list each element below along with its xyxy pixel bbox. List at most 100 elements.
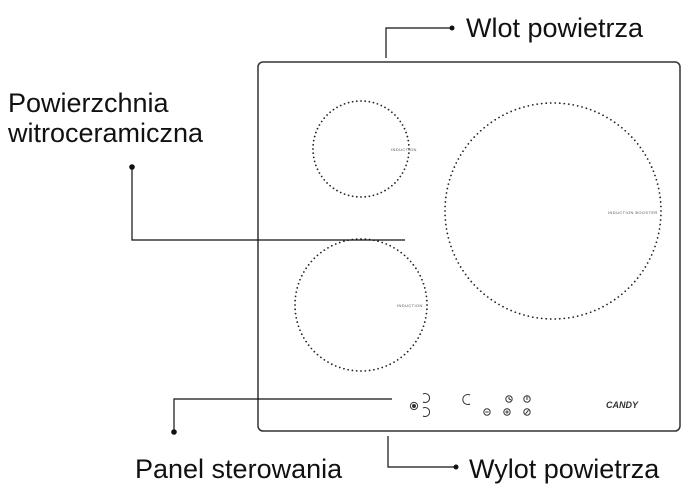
zone-dot — [377, 367, 379, 370]
zone-dot — [657, 232, 660, 235]
cooking-zones — [294, 100, 662, 372]
zone-dot — [444, 201, 447, 203]
zone-dot — [425, 299, 428, 302]
zone-dot — [302, 271, 305, 273]
zone-dot — [450, 174, 452, 177]
zone-dot — [445, 192, 448, 194]
zone-bottom-left — [294, 238, 428, 372]
zone-dot — [343, 240, 345, 243]
zone-dot — [297, 282, 300, 285]
control-panel — [409, 393, 531, 417]
zone-right — [444, 102, 662, 320]
zone-dot — [593, 309, 596, 312]
zone-dot — [319, 251, 322, 254]
zone-dot — [330, 363, 333, 366]
zone-select-top-icon — [422, 393, 430, 403]
zone-dot — [310, 347, 313, 350]
zone-dot — [295, 291, 298, 294]
zone-dot — [318, 172, 321, 174]
zone-dot — [659, 219, 662, 221]
zone-dot — [613, 121, 616, 124]
zone-dot — [451, 170, 454, 173]
zone-dot — [576, 315, 579, 318]
zone-dot — [627, 132, 630, 135]
air-inlet-label: Wlot powietrza — [466, 13, 644, 43]
zone-dot — [393, 361, 395, 364]
zone-dot — [589, 108, 592, 111]
zone-dot — [444, 196, 447, 199]
zone-dot — [419, 333, 422, 336]
zone-dot — [486, 296, 489, 298]
zone-dot — [486, 124, 489, 126]
panel-leader-line — [173, 398, 392, 430]
zone-dot — [334, 365, 337, 367]
zone-dot — [655, 178, 658, 181]
zone-dot — [396, 117, 399, 120]
zone-dot — [343, 367, 345, 370]
zone-dot — [498, 303, 500, 306]
zone-dot — [654, 174, 656, 177]
cooktop-glass-surface — [257, 61, 681, 432]
zone-dot — [381, 366, 384, 369]
zone-select-bottom-icon — [422, 407, 430, 417]
zone-dot — [627, 287, 630, 290]
zone-dot — [606, 116, 608, 119]
zone-dot — [347, 368, 350, 371]
zone-dot — [323, 178, 326, 181]
zone-dot — [658, 192, 661, 194]
zone-dot — [659, 223, 662, 226]
zone-dot — [425, 312, 428, 315]
zone-dot — [523, 106, 525, 108]
zone-dot — [523, 314, 525, 316]
zone-dot — [554, 318, 557, 320]
zone-dot — [310, 260, 313, 263]
zone-dot — [364, 100, 367, 103]
zone-dot — [455, 258, 458, 260]
zone-dot — [327, 361, 329, 364]
zone-dot — [636, 277, 639, 279]
zone-dot — [390, 111, 393, 114]
zone-dot — [351, 100, 354, 103]
zone-dot — [294, 308, 297, 311]
zone-dot — [445, 228, 448, 230]
zone-dot — [453, 254, 456, 256]
zone-dot — [630, 136, 633, 138]
zone-dot — [355, 195, 358, 198]
zone-dot — [572, 316, 575, 318]
zone-dot — [462, 269, 464, 272]
zone-dot — [423, 287, 426, 289]
zone-dot — [332, 187, 335, 190]
zone-dot — [409, 260, 412, 263]
zone-dot — [613, 298, 616, 301]
zone-dot — [305, 340, 308, 343]
zone-dot — [360, 100, 362, 102]
zone-dot — [423, 321, 426, 323]
zone-dot — [302, 337, 305, 339]
zone-dot — [531, 104, 534, 106]
zone-dot — [336, 189, 338, 192]
zone-dot — [299, 278, 301, 281]
zone-dot — [368, 100, 371, 103]
zone-dot — [294, 295, 297, 298]
zone-dot — [329, 184, 332, 187]
zone-dot — [339, 191, 342, 194]
zone-dot — [444, 223, 447, 226]
zone-top-left — [312, 100, 410, 198]
zone-dot — [414, 340, 417, 343]
zone-dot — [558, 102, 561, 105]
zone-dot — [636, 143, 639, 145]
zone-dot — [394, 114, 396, 116]
zone-dot — [307, 263, 310, 266]
zone-dot — [659, 201, 662, 203]
zone-dot — [444, 219, 447, 221]
zone-dot — [576, 104, 579, 107]
zone-dot — [642, 269, 644, 272]
zone-dot — [545, 317, 548, 320]
zone-dot — [658, 228, 661, 230]
zone-dot — [414, 267, 417, 270]
zone-dot — [459, 266, 462, 268]
zone-dot — [602, 114, 604, 117]
zone-dot — [385, 365, 388, 367]
zone-dot — [483, 293, 486, 296]
